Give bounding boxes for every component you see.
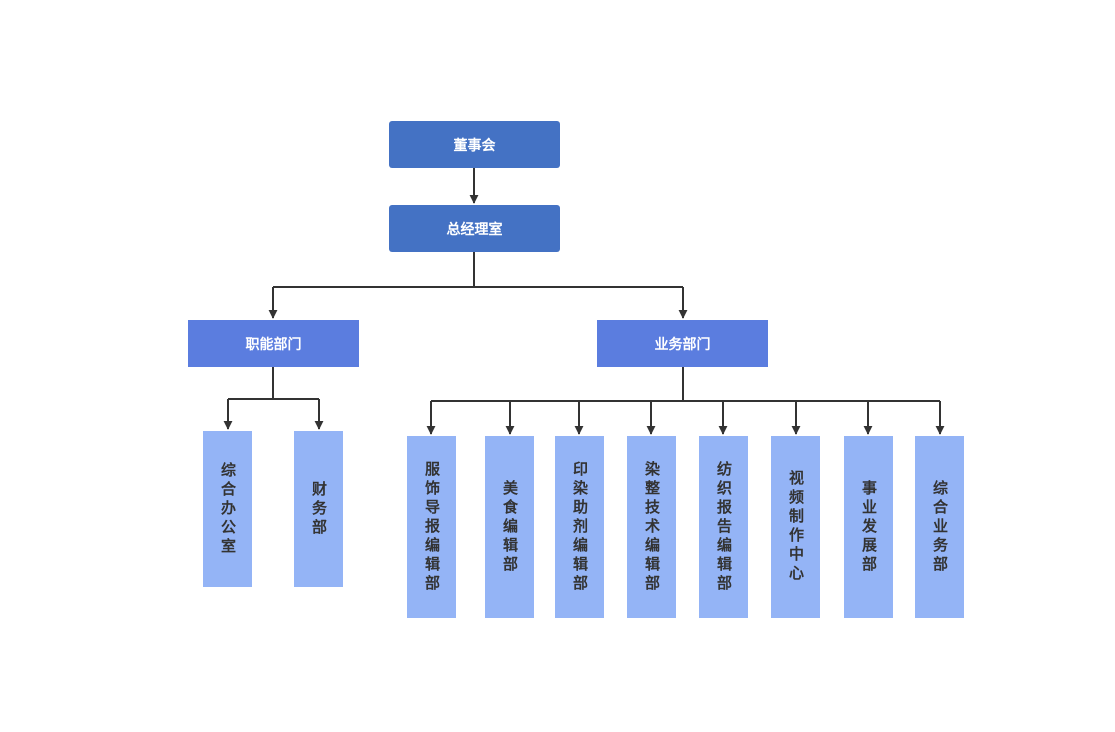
board-of-directors-box[interactable]: 董事会 (389, 121, 560, 168)
finance-department-box[interactable]: 财务部 (294, 431, 343, 587)
functional-department-box[interactable]: 职能部门 (188, 320, 359, 367)
food-editorial-label: 美食编辑部 (501, 479, 519, 575)
business-department-box[interactable]: 业务部门 (597, 320, 768, 367)
business-development-box[interactable]: 事业发展部 (844, 436, 893, 618)
dyeing-auxiliaries-editorial-label: 印染助剂编辑部 (571, 460, 589, 594)
video-production-center-box[interactable]: 视频制作中心 (771, 436, 820, 618)
finance-department-label: 财务部 (310, 480, 328, 538)
dyeing-finishing-tech-editorial-box[interactable]: 染整技术编辑部 (627, 436, 676, 618)
textile-report-editorial-box[interactable]: 纺织报告编辑部 (699, 436, 748, 618)
board-of-directors-label: 董事会 (453, 137, 496, 154)
general-manager-office-label: 总经理室 (446, 221, 503, 238)
functional-department-label: 职能部门 (245, 336, 302, 353)
fashion-herald-editorial-box[interactable]: 服饰导报编辑部 (407, 436, 456, 618)
business-development-label: 事业发展部 (860, 479, 878, 575)
textile-report-editorial-label: 纺织报告编辑部 (715, 460, 733, 594)
food-editorial-box[interactable]: 美食编辑部 (485, 436, 534, 618)
general-manager-office-box[interactable]: 总经理室 (389, 205, 560, 252)
general-business-box[interactable]: 综合业务部 (915, 436, 964, 618)
dyeing-auxiliaries-editorial-box[interactable]: 印染助剂编辑部 (555, 436, 604, 618)
business-department-label: 业务部门 (654, 336, 711, 353)
general-business-label: 综合业务部 (931, 479, 949, 575)
general-office-label: 综合办公室 (219, 461, 237, 557)
fashion-herald-editorial-label: 服饰导报编辑部 (423, 460, 441, 594)
video-production-center-label: 视频制作中心 (787, 470, 805, 584)
dyeing-finishing-tech-editorial-label: 染整技术编辑部 (643, 460, 661, 594)
general-office-box[interactable]: 综合办公室 (203, 431, 252, 587)
